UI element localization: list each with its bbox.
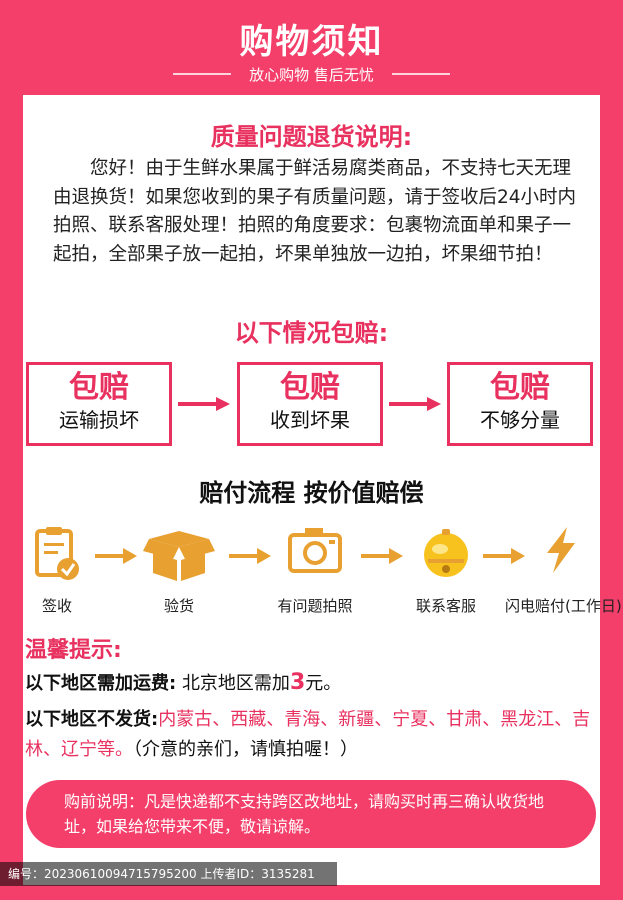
box-label: 收到坏果 — [270, 408, 350, 432]
lightning-icon — [547, 527, 575, 573]
step-label: 联系客服 — [415, 597, 476, 615]
footer-watermark: 编号：20230610094715795200 上传者ID：3135281 — [0, 862, 337, 886]
arrow-right-icon — [229, 548, 271, 564]
content-card: 质量问题退货说明: 您好！由于生鲜水果属于鲜活易腐类商品，不支持七天无理由退换货… — [23, 95, 622, 885]
box-heading: 包赔 — [490, 370, 550, 405]
tip-label: 以下地区需加运费: — [25, 673, 177, 694]
tips-title: 温馨提示: — [25, 638, 122, 663]
flow-step-payout: 闪电赔付(工作日) — [505, 525, 622, 625]
camera-icon — [288, 528, 342, 573]
step-label: 签收 — [41, 597, 72, 615]
flow-title: 赔付流程 按价值赔偿 — [199, 479, 424, 507]
flow-step-photo: 有问题拍照 — [277, 525, 353, 625]
tip-note: （介意的亲们，请慎拍喔！） — [133, 739, 358, 760]
arrow-right-icon — [483, 548, 525, 564]
region-list: 内蒙古、西藏、青海、新疆、宁夏、甘肃、黑龙江、吉林、辽宁等。 — [25, 709, 591, 760]
header: 购物须知 放心购物 售后无忧 — [0, 0, 623, 95]
divider-right — [392, 73, 450, 75]
notice-banner: 购前说明：凡是快递都不支持跨区改地址，请购买时再三确认收货地址，如果给您带来不便… — [26, 780, 596, 848]
arrow-right-icon — [389, 397, 441, 411]
flow-step-inspect: 验货 — [141, 525, 217, 625]
tip-text-end: 元。 — [305, 673, 342, 694]
tip-no-delivery: 以下地区不发货:内蒙古、西藏、青海、新疆、宁夏、甘肃、黑龙江、吉林、辽宁等。（介… — [25, 705, 600, 765]
open-box-icon — [143, 531, 215, 581]
step-label: 验货 — [163, 597, 194, 615]
clipboard-check-icon — [35, 527, 79, 580]
arrow-right-icon — [361, 548, 403, 564]
arrow-right-icon — [95, 548, 137, 564]
notice-text: 购前说明：凡是快递都不支持跨区改地址，请购买时再三确认收货地址，如果给您带来不便… — [64, 792, 545, 836]
compensation-box-3: 包赔 不够分量 — [447, 362, 593, 446]
compensation-box-2: 包赔 收到坏果 — [237, 362, 383, 446]
arrow-right-icon — [178, 397, 230, 411]
tip-shipping-fee: 以下地区需加运费: 北京地区需加3元。 — [25, 669, 341, 695]
page-title: 购物须知 — [239, 22, 384, 62]
fee-amount: 3 — [289, 670, 306, 695]
step-label: 有问题拍照 — [277, 597, 353, 615]
box-heading: 包赔 — [280, 370, 340, 405]
compensation-title: 以下情况包赔: — [234, 319, 389, 347]
page-subtitle: 放心购物 售后无忧 — [249, 66, 374, 84]
flow-step-contact: 联系客服 — [416, 525, 476, 625]
bell-icon — [424, 529, 468, 577]
box-label: 不够分量 — [480, 408, 560, 432]
quality-text: 您好！由于生鲜水果属于鲜活易腐类商品，不支持七天无理由退换货！如果您收到的果子有… — [53, 158, 577, 265]
box-label: 运输损坏 — [59, 408, 139, 432]
step-label: 闪电赔付(工作日) — [505, 597, 622, 615]
flow-step-sign: 签收 — [31, 525, 83, 625]
compensation-box-1: 包赔 运输损坏 — [26, 362, 172, 446]
tip-label: 以下地区不发货: — [25, 709, 159, 730]
box-heading: 包赔 — [69, 370, 129, 405]
tip-text: 北京地区需加 — [181, 673, 290, 694]
quality-title: 质量问题退货说明: — [210, 123, 413, 151]
subtitle-row: 放心购物 售后无忧 — [0, 62, 623, 84]
divider-left — [173, 73, 231, 75]
